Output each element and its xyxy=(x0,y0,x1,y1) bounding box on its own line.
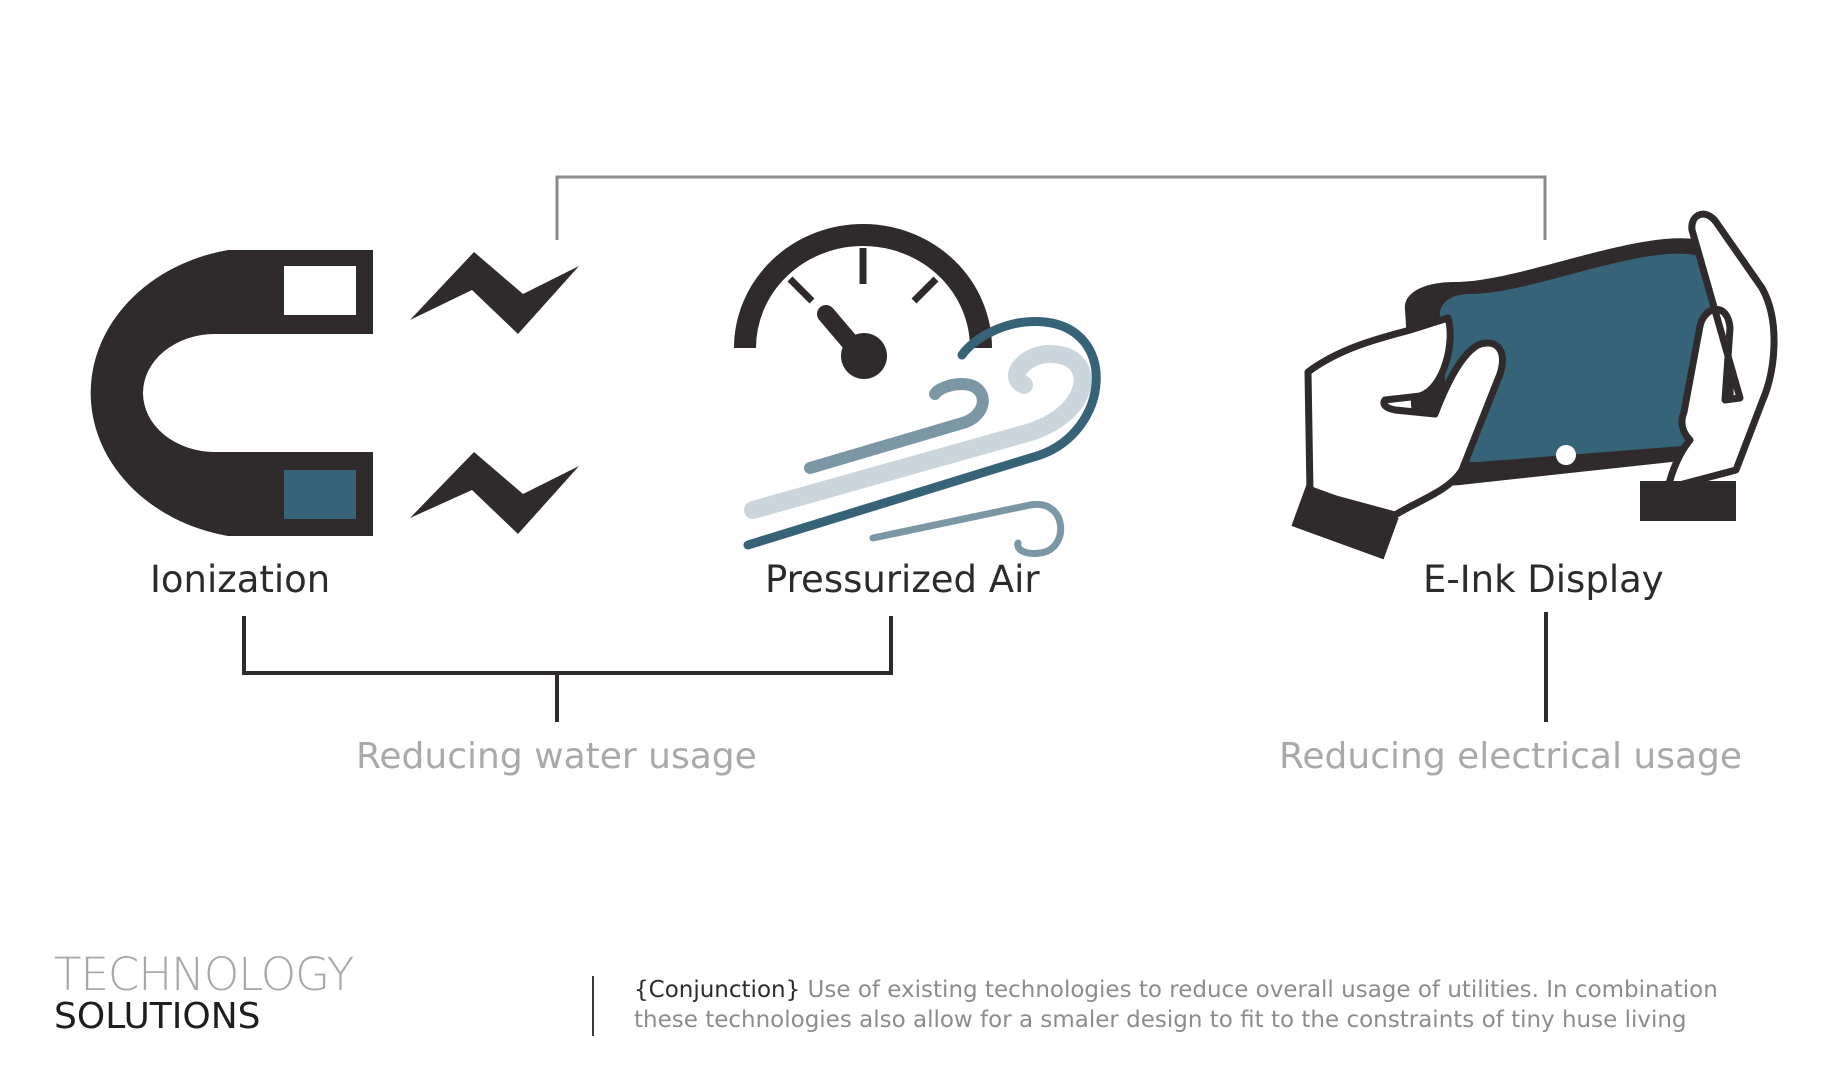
footer-description: {Conjunction} Use of existing technologi… xyxy=(634,975,1784,1035)
footer-description-text-1: Use of existing technologies to reduce o… xyxy=(807,977,1718,1003)
footer-divider xyxy=(592,976,594,1036)
reducing-electrical-usage-label: Reducing electrical usage xyxy=(1279,736,1743,777)
footer-title-solutions: SOLUTIONS xyxy=(54,996,261,1037)
pressurized-air-label: Pressurized Air xyxy=(765,558,1040,601)
lightning-bolt-icon xyxy=(410,252,579,334)
footer-title-technology: TECHNOLOGY xyxy=(54,948,354,1001)
footer-description-line-1: {Conjunction} Use of existing technologi… xyxy=(634,975,1784,1005)
top-connector-line xyxy=(555,175,1547,240)
water-group-bracket xyxy=(242,616,893,675)
footer-keyword: {Conjunction} xyxy=(634,977,801,1003)
magnet-icon xyxy=(90,250,373,536)
reducing-water-usage-label: Reducing water usage xyxy=(356,736,757,777)
lightning-bolt-icon xyxy=(410,452,579,534)
wind-icon xyxy=(743,317,1101,557)
hands-holding-tablet-icon xyxy=(1291,210,1778,560)
footer-description-line-2: these technologies also allow for a smal… xyxy=(634,1007,1687,1033)
pressure-gauge-icon xyxy=(734,224,992,379)
ionization-label: Ionization xyxy=(150,558,331,601)
e-ink-display-label: E-Ink Display xyxy=(1423,558,1664,601)
